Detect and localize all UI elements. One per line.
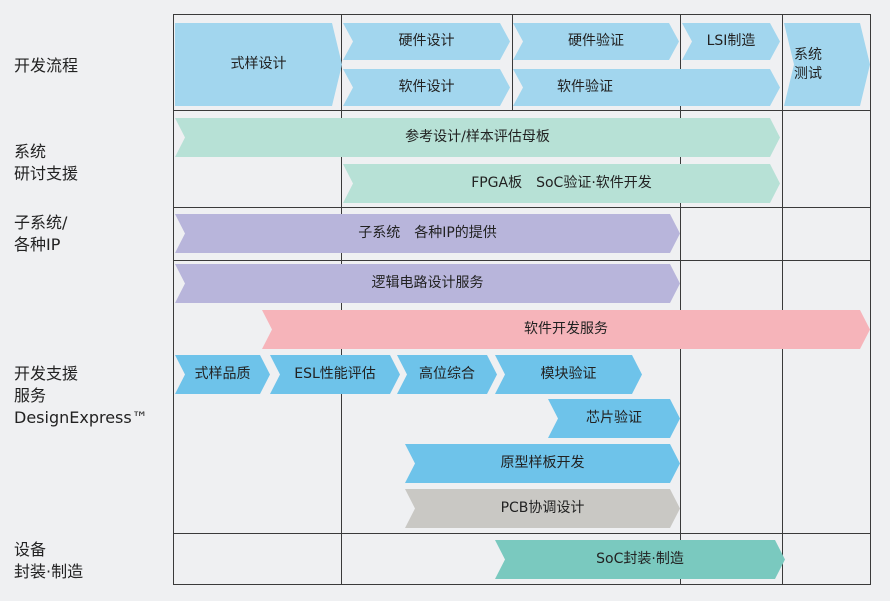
arrow-pcb-design: PCB协调设计 <box>405 489 680 528</box>
row-label-system-support: 系统 研讨支援 <box>14 142 79 183</box>
row-label-subsystem-ip: 子系统/ 各种IP <box>14 213 68 254</box>
phase-lsi-manufacturing: LSI制造 <box>682 23 780 60</box>
phase-prototype-design: 式样设计 <box>175 23 342 106</box>
row-label-device-packaging: 设备 封装·制造 <box>14 540 84 581</box>
arrow-subsystem-ip: 子系统 各种IP的提供 <box>175 214 680 253</box>
arrow-soc-packaging: SoC封装·制造 <box>495 540 785 579</box>
phase-software-verification: 软件验证 <box>513 69 780 106</box>
arrow-logic-design-service: 逻辑电路设计服务 <box>175 264 680 303</box>
arrow-software-dev-service: 软件开发服务 <box>262 310 870 349</box>
arrow-chip-verification: 芯片验证 <box>548 399 680 438</box>
phase-hardware-verification: 硬件验证 <box>513 23 679 60</box>
row-label-dev-flow: 开发流程 <box>14 56 79 75</box>
arrow-high-level-synthesis: 高位综合 <box>397 355 497 394</box>
arrow-fpga-board: FPGA板 SoC验证·软件开发 <box>343 164 780 203</box>
arrow-prototype-board-dev: 原型样板开发 <box>405 444 680 483</box>
phase-software-design: 软件设计 <box>343 69 510 106</box>
phase-hardware-design: 硬件设计 <box>343 23 510 60</box>
arrow-esl-evaluation: ESL性能评估 <box>270 355 400 394</box>
arrow-module-verification: 模块验证 <box>495 355 642 394</box>
arrow-reference-board: 参考设计/样本评估母板 <box>175 118 780 157</box>
arrow-spec-quality: 式样品质 <box>175 355 270 394</box>
row-label-dev-support: 开发支援 服务 DesignExpress™ <box>14 364 148 427</box>
phase-system-test: 系统 测试 <box>784 23 870 106</box>
